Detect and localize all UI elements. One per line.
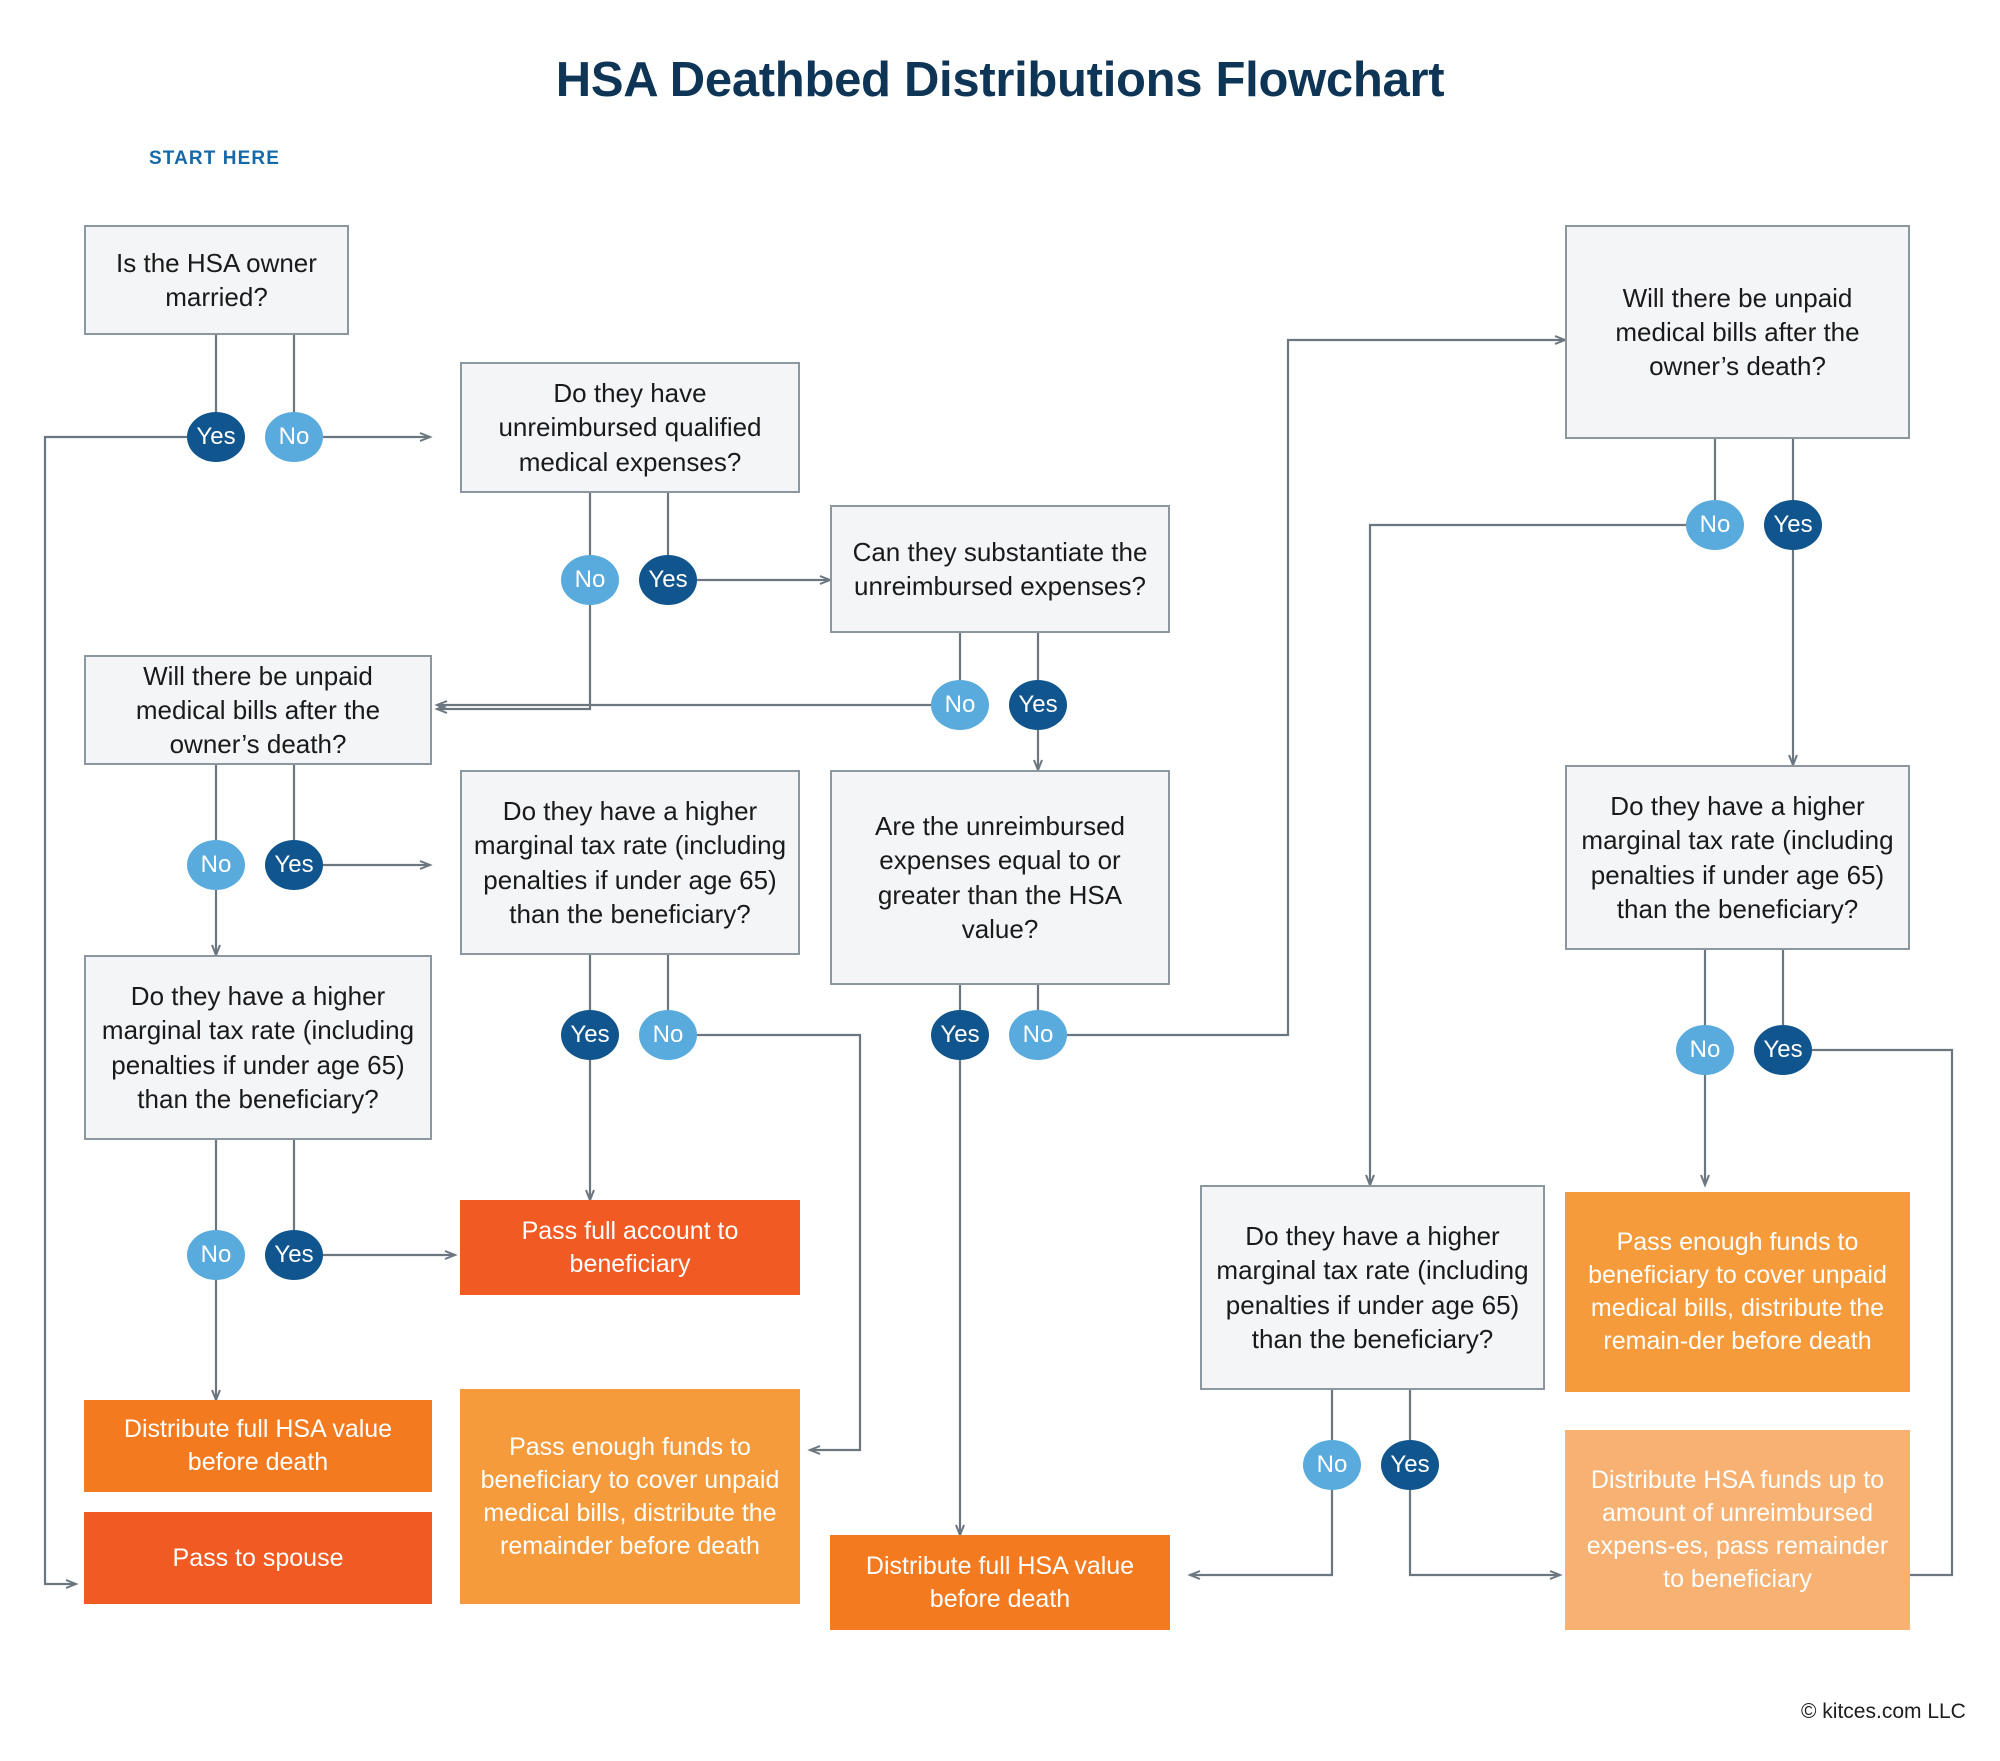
- outcome-pass-full-account-label: Pass full account to beneficiary: [521, 1216, 739, 1278]
- question-higher-tax-rate-mid[interactable]: Do they have a higher marginal tax rate …: [460, 770, 800, 955]
- question-substantiate-expenses-label: Can they substantiate the unreimbursed e…: [852, 536, 1148, 601]
- outcome-distribute-full-hsa-left[interactable]: Distribute full HSA value before death: [84, 1400, 432, 1492]
- question-unreimbursed-expenses-label: Do they have unreimbursed qualified medi…: [498, 378, 762, 477]
- pill-married-yes[interactable]: Yes: [187, 412, 245, 462]
- pill-tax-right-no-label: No: [1689, 1036, 1721, 1063]
- pill-unpaid-right-no[interactable]: No: [1686, 500, 1744, 550]
- pill-unpaid-left-yes-label: Yes: [274, 851, 314, 878]
- pill-unreimbursed-no-label: No: [574, 566, 606, 593]
- question-unpaid-bills-right-label: Will there be unpaid medical bills after…: [1615, 282, 1860, 382]
- pill-tax-lower-mid-no-label: No: [1316, 1451, 1348, 1478]
- edge-taxlower-no-to-distribute-mid: [1187, 1490, 1334, 1580]
- question-higher-tax-rate-lower-mid[interactable]: Do they have a higher marginal tax rate …: [1200, 1185, 1545, 1390]
- question-unpaid-bills-right[interactable]: Will there be unpaid medical bills after…: [1565, 225, 1910, 439]
- question-is-owner-married[interactable]: Is the HSA owner married?: [84, 225, 349, 335]
- pill-tax-left-yes-label: Yes: [274, 1241, 314, 1268]
- start-here-label: START HERE: [149, 148, 280, 169]
- pill-tax-lower-mid-yes[interactable]: Yes: [1381, 1440, 1439, 1490]
- pill-expenses-ge-no[interactable]: No: [1009, 1010, 1067, 1060]
- pill-tax-right-no[interactable]: No: [1676, 1025, 1734, 1075]
- edge-unreimb-no-to-unpaid-left: [434, 605, 592, 714]
- pill-married-yes-label: Yes: [196, 423, 236, 450]
- outcome-distribute-hsa-right[interactable]: Distribute HSA funds up to amount of unr…: [1565, 1430, 1910, 1630]
- pill-expenses-ge-yes[interactable]: Yes: [931, 1010, 989, 1060]
- question-higher-tax-rate-right[interactable]: Do they have a higher marginal tax rate …: [1565, 765, 1910, 950]
- pill-unpaid-right-yes-label: Yes: [1773, 511, 1813, 538]
- pill-tax-left-no[interactable]: No: [187, 1230, 245, 1280]
- pill-unpaid-right-no-label: No: [1699, 511, 1731, 538]
- pill-unpaid-left-no-label: No: [200, 851, 232, 878]
- pill-tax-mid-yes[interactable]: Yes: [561, 1010, 619, 1060]
- outcome-pass-enough-funds-right[interactable]: Pass enough funds to beneficiary to cove…: [1565, 1192, 1910, 1392]
- pill-unreimbursed-yes-label: Yes: [648, 566, 688, 593]
- question-expenses-ge-hsa-value[interactable]: Are the unreimbursed expenses equal to o…: [830, 770, 1170, 985]
- pill-tax-mid-no-label: No: [652, 1021, 684, 1048]
- question-unpaid-bills-left[interactable]: Will there be unpaid medical bills after…: [84, 655, 432, 765]
- question-higher-tax-rate-left-label: Do they have a higher marginal tax rate …: [101, 980, 415, 1114]
- question-higher-tax-rate-right-label: Do they have a higher marginal tax rate …: [1581, 790, 1894, 924]
- edge-taxlower-yes-to-distribute-right: [1408, 1490, 1563, 1580]
- outcome-pass-to-spouse-label: Pass to spouse: [172, 1543, 344, 1572]
- question-higher-tax-rate-lower-mid-label: Do they have a higher marginal tax rate …: [1216, 1220, 1529, 1354]
- pill-substantiate-no-label: No: [944, 691, 976, 718]
- copyright-notice: © kitces.com LLC: [1801, 1700, 1966, 1723]
- pill-unreimbursed-yes[interactable]: Yes: [639, 555, 697, 605]
- pill-married-no-label: No: [278, 423, 310, 450]
- question-higher-tax-rate-left[interactable]: Do they have a higher marginal tax rate …: [84, 955, 432, 1140]
- pill-tax-left-yes[interactable]: Yes: [265, 1230, 323, 1280]
- pill-substantiate-no[interactable]: No: [931, 680, 989, 730]
- pill-tax-left-no-label: No: [200, 1241, 232, 1268]
- pill-tax-lower-mid-yes-label: Yes: [1390, 1451, 1430, 1478]
- pill-tax-mid-no[interactable]: No: [639, 1010, 697, 1060]
- outcome-pass-enough-funds-mid-label: Pass enough funds to beneficiary to cove…: [480, 1432, 780, 1560]
- question-is-owner-married-label: Is the HSA owner married?: [116, 247, 317, 312]
- pill-substantiate-yes[interactable]: Yes: [1009, 680, 1067, 730]
- question-substantiate-expenses[interactable]: Can they substantiate the unreimbursed e…: [830, 505, 1170, 633]
- question-higher-tax-rate-mid-label: Do they have a higher marginal tax rate …: [473, 795, 787, 929]
- outcome-distribute-full-hsa-left-label: Distribute full HSA value before death: [123, 1415, 393, 1476]
- pill-tax-right-yes[interactable]: Yes: [1754, 1025, 1812, 1075]
- pill-married-no[interactable]: No: [265, 412, 323, 462]
- outcome-pass-to-spouse[interactable]: Pass to spouse: [84, 1512, 432, 1604]
- question-unreimbursed-expenses[interactable]: Do they have unreimbursed qualified medi…: [460, 362, 800, 493]
- pill-expenses-ge-yes-label: Yes: [940, 1021, 980, 1048]
- outcome-pass-enough-funds-right-label: Pass enough funds to beneficiary to cove…: [1588, 1228, 1887, 1355]
- pill-unpaid-left-yes[interactable]: Yes: [265, 840, 323, 890]
- pill-unpaid-right-yes[interactable]: Yes: [1764, 500, 1822, 550]
- pill-tax-lower-mid-no[interactable]: No: [1303, 1440, 1361, 1490]
- outcome-distribute-full-hsa-mid-label: Distribute full HSA value before death: [865, 1551, 1135, 1613]
- pill-tax-right-yes-label: Yes: [1763, 1036, 1803, 1063]
- pill-unreimbursed-no[interactable]: No: [561, 555, 619, 605]
- question-expenses-ge-hsa-value-label: Are the unreimbursed expenses equal to o…: [874, 810, 1126, 944]
- pill-expenses-ge-no-label: No: [1022, 1021, 1054, 1048]
- outcome-pass-full-account[interactable]: Pass full account to beneficiary: [460, 1200, 800, 1295]
- pill-tax-mid-yes-label: Yes: [570, 1021, 610, 1048]
- pill-unpaid-left-no[interactable]: No: [187, 840, 245, 890]
- page-title: HSA Deathbed Distributions Flowchart: [555, 53, 1445, 107]
- outcome-pass-enough-funds-mid[interactable]: Pass enough funds to beneficiary to cove…: [460, 1389, 800, 1604]
- outcome-distribute-hsa-right-label: Distribute HSA funds up to amount of unr…: [1586, 1466, 1889, 1593]
- pill-substantiate-yes-label: Yes: [1018, 691, 1058, 718]
- outcome-distribute-full-hsa-mid[interactable]: Distribute full HSA value before death: [830, 1535, 1170, 1630]
- question-unpaid-bills-left-label: Will there be unpaid medical bills after…: [135, 660, 381, 760]
